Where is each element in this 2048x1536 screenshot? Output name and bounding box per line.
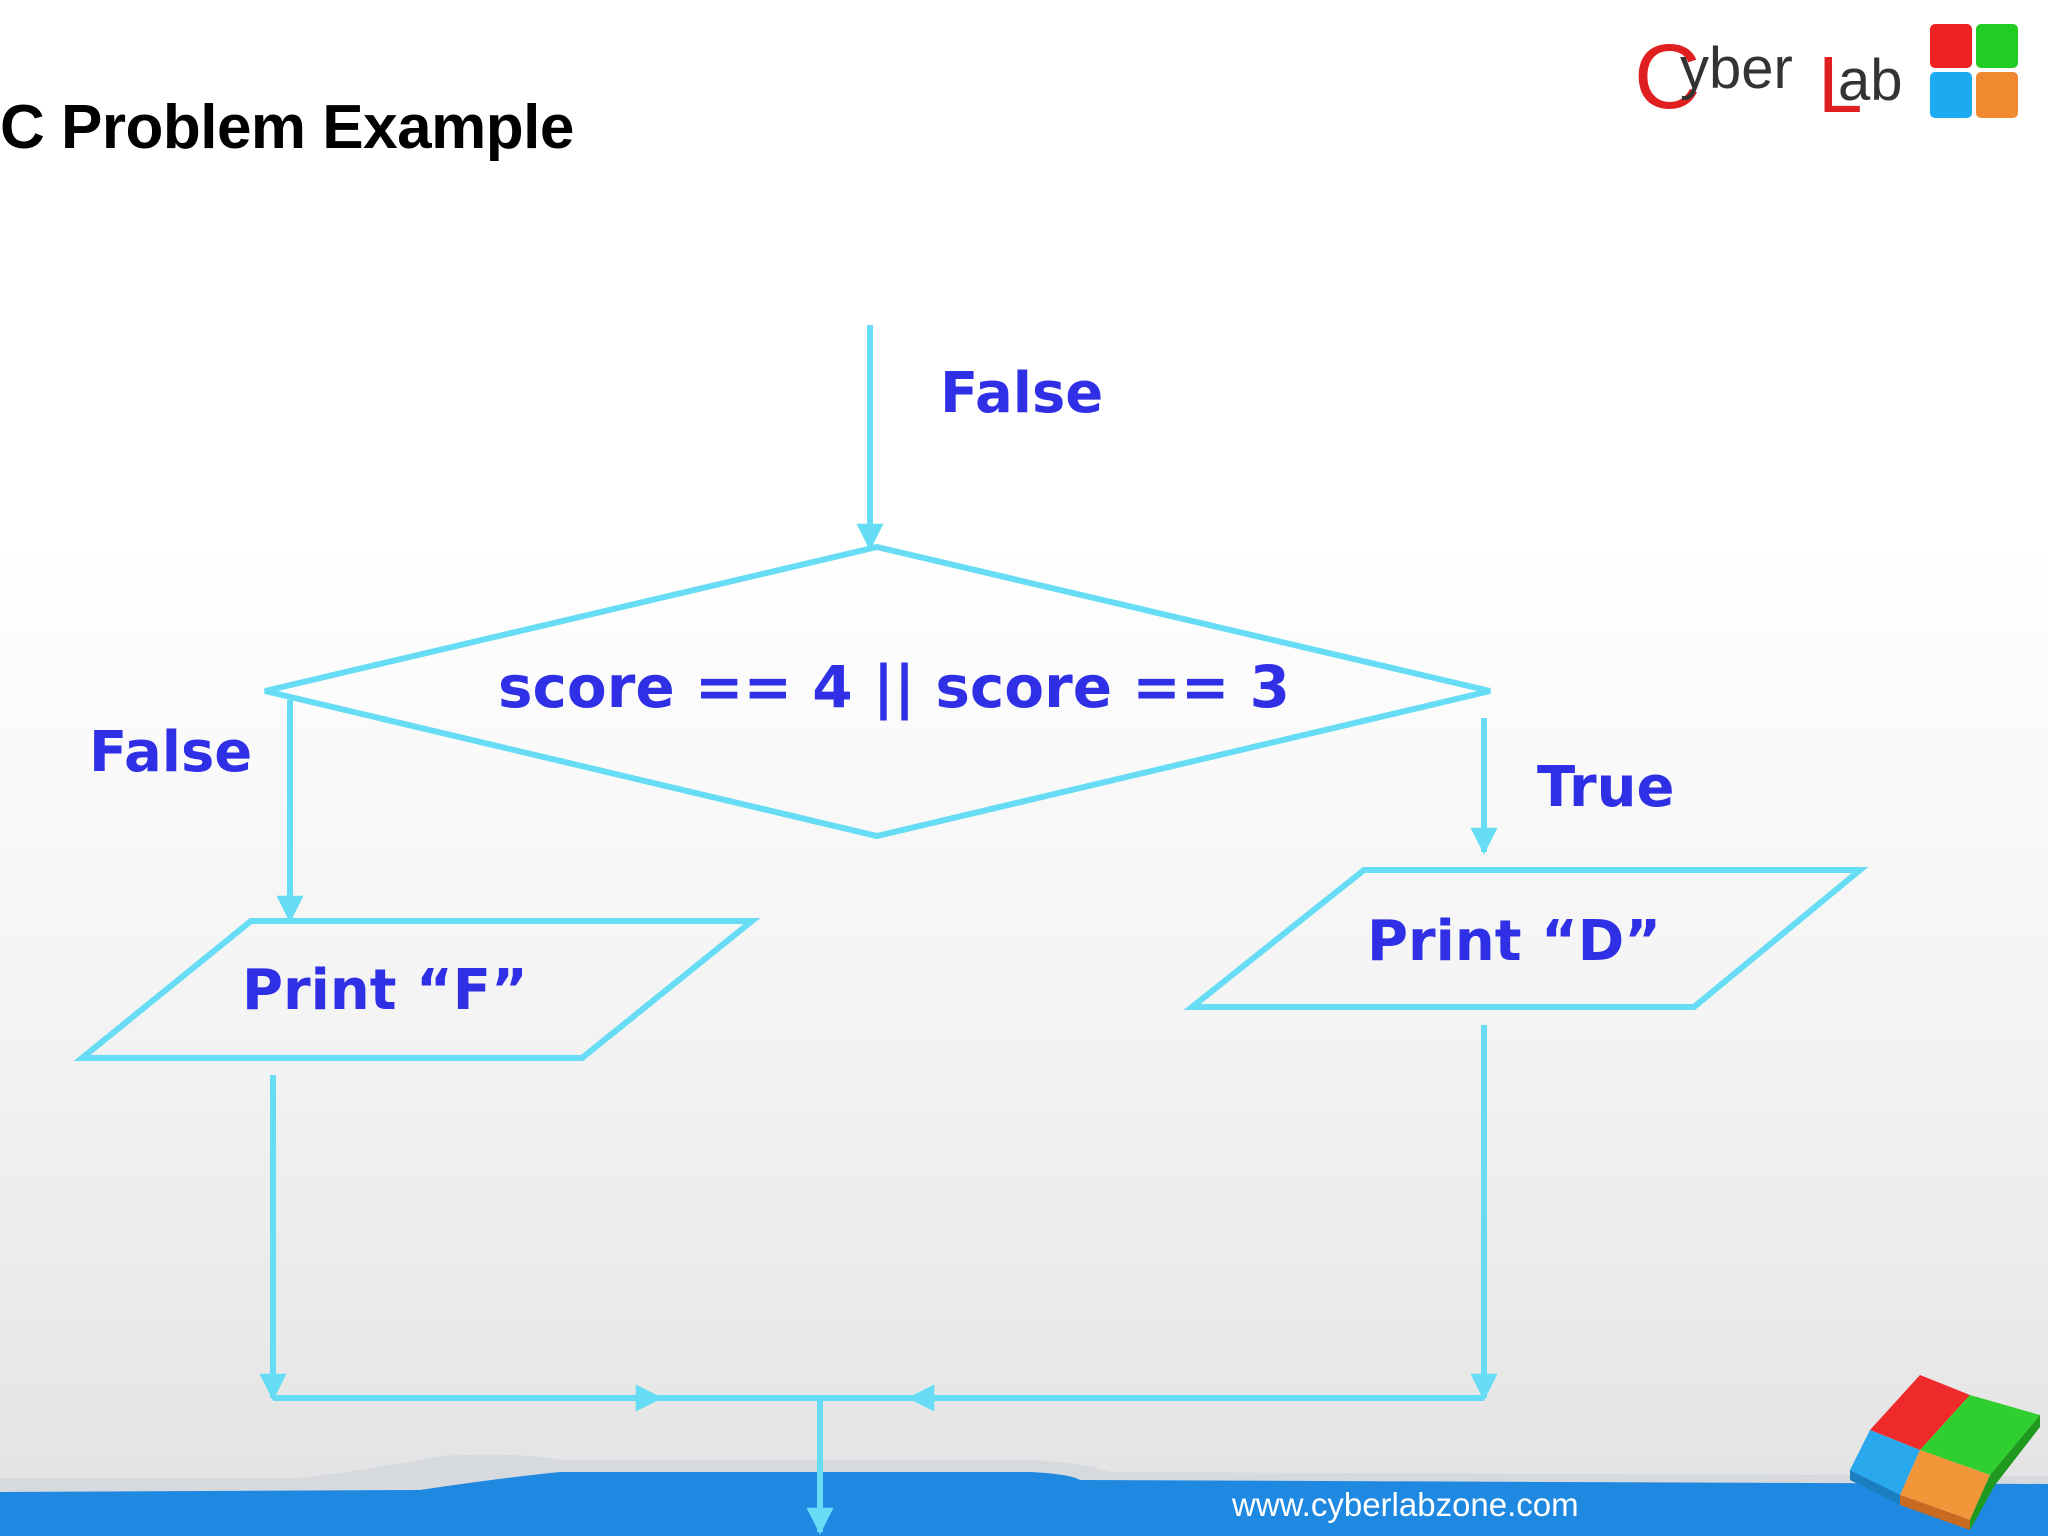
false-branch-label: False (89, 720, 253, 785)
cyberlab-logo-wordmark: C yber L ab (1634, 26, 1903, 122)
true-branch-label: True (1537, 755, 1675, 820)
logo-color-squares (1930, 24, 2018, 118)
slide-title: C Problem Example (0, 93, 574, 162)
logo-text-cyber: yber (1680, 36, 1793, 101)
entry-false-label: False (940, 361, 1104, 426)
print-d-text: Print “D” (1367, 909, 1662, 974)
logo-text-ab: ab (1838, 48, 1903, 113)
print-f-text: Print “F” (242, 958, 528, 1023)
print-f-shape (73, 918, 761, 1061)
decision-condition-text: score == 4 || score == 3 (498, 653, 1291, 721)
cube-logo (1850, 1375, 2040, 1530)
decision-diamond (264, 543, 1491, 840)
print-d-shape (1183, 867, 1869, 1010)
logo-letter-l: L (1818, 40, 1863, 122)
logo-letter-c: C (1634, 26, 1700, 122)
footer-band (0, 1472, 2048, 1536)
footer-url[interactable]: www.cyberlabzone.com (1232, 1486, 1579, 1523)
